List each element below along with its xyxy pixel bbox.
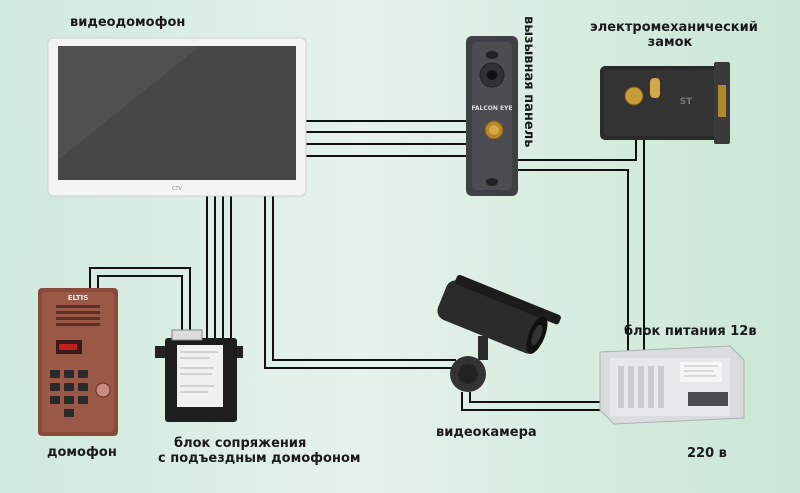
lock-brand: ST	[680, 97, 693, 107]
panel-brand: FALCON EYE	[471, 105, 512, 112]
label-interface-line1: блок сопряжения	[174, 436, 307, 451]
interface-block	[155, 329, 243, 422]
wire-monitor-camera-2	[272, 196, 456, 361]
wire-panel-lock	[518, 140, 637, 161]
label-interface-line2: с подъездным домофоном	[158, 451, 361, 466]
wire-camera-power-1	[461, 392, 610, 411]
video-intercom-monitor: CTV	[47, 37, 307, 197]
intercom-brand: ELTIS	[68, 294, 89, 302]
power-supply	[599, 345, 745, 425]
label-videodomofon: видеодомофон	[70, 15, 186, 30]
call-panel: FALCON EYE	[466, 36, 518, 196]
label-lock: электромеханический замок	[590, 20, 758, 50]
monitor-brand: CTV	[172, 186, 183, 192]
wire-camera-power-2	[469, 392, 610, 403]
label-power-supply: блок питания 12в	[624, 324, 757, 339]
wire-intercom-interface-1	[89, 267, 191, 335]
wires	[89, 120, 645, 411]
wire-monitor-camera-1	[264, 196, 456, 369]
intercom-panel: ELTIS	[38, 288, 118, 436]
video-camera	[437, 274, 561, 392]
label-camera: видеокамера	[436, 425, 537, 440]
electromechanical-lock: ST	[600, 62, 730, 144]
wire-intercom-interface-2	[97, 275, 183, 335]
label-lock-line1: электромеханический	[590, 20, 758, 35]
wire-panel-power-1	[518, 169, 629, 352]
label-interface-block: блок сопряжения с подъездным домофоном	[158, 436, 361, 466]
label-lock-line2: замок	[647, 35, 693, 50]
label-intercom: домофон	[47, 445, 117, 460]
label-mains: 220 в	[687, 446, 727, 461]
label-call-panel: вызывная панель	[521, 16, 536, 148]
